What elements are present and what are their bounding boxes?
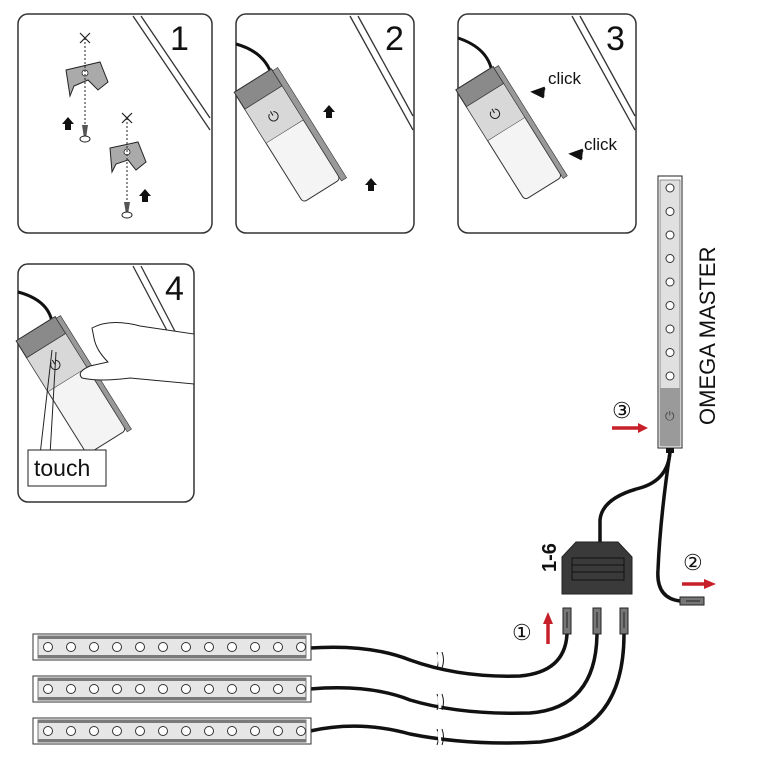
led <box>89 642 99 652</box>
led <box>135 726 145 736</box>
led <box>43 642 53 652</box>
led <box>89 726 99 736</box>
up-arrow-icon <box>139 189 151 202</box>
led <box>273 684 283 694</box>
callout-2: ② <box>683 550 703 575</box>
up-arrow-icon <box>365 178 377 191</box>
led <box>665 183 675 193</box>
led <box>66 684 76 694</box>
omega-master-bar: ⏻ <box>657 175 683 453</box>
step-1-number: 1 <box>170 20 189 58</box>
hand-icon <box>79 322 195 385</box>
led <box>158 726 168 736</box>
led <box>296 642 306 652</box>
touch-label: touch <box>34 455 90 481</box>
callout-3: ③ <box>612 398 632 423</box>
led <box>112 684 122 694</box>
hub-connector <box>619 607 629 635</box>
screw-icon <box>121 202 133 219</box>
step-4-panel: 4 ⏻ touch <box>15 263 195 503</box>
light-bar: ⏻ <box>455 65 568 200</box>
led <box>112 726 122 736</box>
led <box>43 726 53 736</box>
callout-1: ① <box>512 620 532 645</box>
slave-light-bar <box>32 717 312 745</box>
led <box>665 254 675 263</box>
screw-icon <box>79 125 91 143</box>
led <box>204 642 214 652</box>
led <box>273 726 283 736</box>
light-bar: ⏻ <box>15 315 132 454</box>
slave-cable <box>309 633 569 678</box>
hub-port-label: 1-6 <box>539 543 561 572</box>
step-2-number: 2 <box>385 20 404 58</box>
led <box>665 207 675 216</box>
led <box>66 726 76 736</box>
led <box>181 642 191 652</box>
drill-mark-icon <box>121 112 133 124</box>
slave-cable <box>309 633 599 715</box>
step-2-panel: 2 ⏻ <box>233 13 415 234</box>
led <box>227 726 237 736</box>
led <box>273 642 283 652</box>
drill-mark-icon <box>79 32 91 44</box>
power-cable <box>656 451 681 603</box>
power-connector <box>679 596 705 606</box>
cable <box>17 290 54 323</box>
led <box>665 371 675 381</box>
hub-connector <box>592 607 602 635</box>
led <box>665 277 675 287</box>
light-bar: ⏻ <box>233 67 348 202</box>
led <box>250 684 260 694</box>
led <box>665 230 675 240</box>
led <box>250 642 260 652</box>
led <box>181 684 191 694</box>
led <box>135 684 145 694</box>
led <box>227 642 237 652</box>
led <box>204 726 214 736</box>
step-4-number: 4 <box>165 270 184 308</box>
led <box>89 684 99 694</box>
click-label: click <box>584 135 618 154</box>
led <box>43 684 53 694</box>
hub-connector <box>562 607 572 635</box>
up-arrow-icon <box>62 117 74 130</box>
click-arrow-icon <box>568 148 584 161</box>
led <box>296 684 306 694</box>
led <box>250 726 260 736</box>
led <box>135 642 145 652</box>
power-icon: ⏻ <box>665 409 675 423</box>
click-arrow-icon <box>530 86 546 99</box>
up-arrow-icon <box>323 105 335 118</box>
click-label: click <box>548 69 582 88</box>
led <box>665 348 675 357</box>
led <box>204 684 214 694</box>
led <box>112 642 122 652</box>
led <box>665 301 675 310</box>
slave-light-bar <box>32 633 312 661</box>
hub-1-6 <box>561 541 633 595</box>
slave-light-bar <box>32 675 312 703</box>
led <box>665 324 675 334</box>
led <box>158 684 168 694</box>
led <box>181 726 191 736</box>
slave-cable <box>309 633 626 745</box>
omega-master-label: OMEGA MASTER <box>695 247 720 425</box>
led <box>158 642 168 652</box>
step-3-panel: 3 ⏻ click click <box>455 13 637 234</box>
led <box>66 642 76 652</box>
led <box>296 726 306 736</box>
led <box>227 684 237 694</box>
step-3-number: 3 <box>606 20 625 58</box>
step-1-panel: 1 <box>17 13 213 234</box>
